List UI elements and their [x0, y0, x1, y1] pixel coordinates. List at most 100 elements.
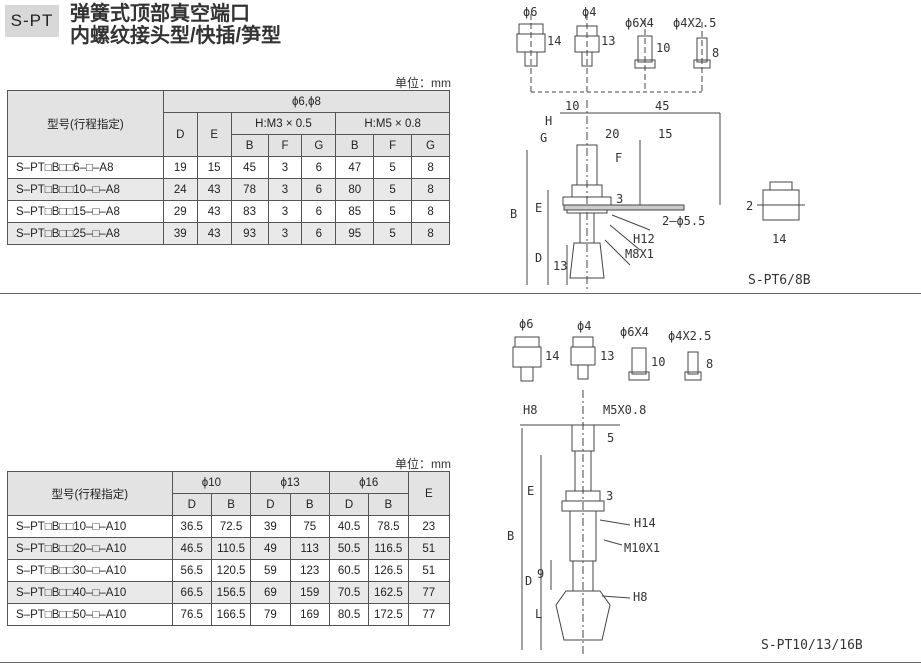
t2-cell: S–PT□B□□30–□–A10	[7, 559, 173, 582]
fit-label: ϕ4X2.5	[673, 16, 716, 30]
fitting-phi6x4-icon	[628, 347, 650, 381]
t1-cell: S–PT□B□□6–□–A8	[7, 156, 164, 179]
t1-cell: 24	[162, 178, 198, 201]
t2-sub: D	[328, 493, 370, 516]
fitting-phi4x25-icon	[693, 22, 711, 92]
t2-cell: 40.5	[328, 515, 370, 538]
t1-cell: S–PT□B□□25–□–A8	[7, 222, 164, 245]
t2-cell: 50.5	[328, 537, 370, 560]
t2-cell: 76.5	[171, 603, 212, 626]
dim-label: 3	[616, 192, 623, 206]
dim-label: B	[510, 207, 517, 221]
t1-cell: 95	[335, 222, 375, 245]
table-row: S–PT□B□□20–□–A10 46.5 110.5 49 113 50.5 …	[7, 537, 451, 560]
t1-cell: 5	[373, 178, 413, 201]
t2-cell: 75	[289, 515, 330, 538]
title-line-1: 弹簧式顶部真空端口	[70, 3, 250, 25]
t2-cell: 69	[250, 581, 291, 604]
dim-label: D	[535, 251, 542, 265]
table-row: S–PT□B□□50–□–A10 76.5 166.5 79 169 80.5 …	[7, 603, 451, 626]
t2-cell: 80.5	[328, 603, 370, 626]
t2-cell: 113	[289, 537, 330, 560]
fit-dim: 10	[651, 355, 665, 369]
table-row: S–PT□B□□10–□–A8 24 43 78 3 6 80 5 8	[7, 178, 450, 201]
section-divider	[0, 662, 921, 663]
t2-cell: 72.5	[210, 515, 252, 538]
t2-group-13: ϕ13	[250, 471, 330, 494]
spec-table-2: 型号(行程指定) ϕ10 ϕ13 ϕ16 E D B D B D B S–PT□…	[7, 471, 451, 626]
fit-label: ϕ4X2.5	[668, 329, 711, 343]
fitting-phi4-icon	[570, 336, 596, 380]
series-badge: S-PT	[5, 5, 59, 37]
table-row: S–PT□B□□15–□–A8 29 43 83 3 6 85 5 8	[7, 200, 450, 223]
t1-cell: 8	[411, 156, 450, 179]
t2-cell: 116.5	[368, 537, 409, 560]
t2-cell: 77	[407, 603, 451, 626]
t2-cell: 59	[250, 559, 291, 582]
fit-label: ϕ6	[523, 5, 537, 19]
t2-cell: 49	[250, 537, 291, 560]
t1-cell: 85	[335, 200, 375, 223]
fitting-phi6-icon	[512, 336, 542, 382]
spec-table-1: 型号(行程指定) ϕ6,ϕ8 D E H:M3 × 0.5 H:M5 × 0.8…	[7, 90, 451, 245]
t2-sub: B	[368, 493, 409, 516]
t2-cell: 51	[407, 559, 451, 582]
t2-cell: 51	[407, 537, 451, 560]
t1-sub-g2: G	[411, 134, 450, 157]
t2-cell: 70.5	[328, 581, 370, 604]
technical-drawing-2: ϕ6 ϕ4 ϕ6X4 ϕ4X2.5 14 13 10 8 H8 M5X0.8 5…	[507, 317, 863, 655]
t1-cell: 19	[162, 156, 198, 179]
table1-unit: 单位：mm	[395, 76, 451, 90]
t2-cell: 123	[289, 559, 330, 582]
table-row: S–PT□B□□25–□–A8 39 43 93 3 6 95 5 8	[7, 222, 450, 245]
t1-sub-b2: B	[335, 134, 375, 157]
t1-cell: 8	[411, 200, 450, 223]
t2-cell: S–PT□B□□20–□–A10	[7, 537, 173, 560]
t2-cell: 77	[407, 581, 451, 604]
fit-dim: 8	[712, 46, 719, 60]
table-row: S–PT□B□□40–□–A10 66.5 156.5 69 159 70.5 …	[7, 581, 451, 604]
t2-cell: 126.5	[368, 559, 409, 582]
t2-sub: D	[250, 493, 291, 516]
dim-label: 13	[553, 259, 567, 273]
dim-label: F	[615, 151, 622, 165]
fitting-phi4x25-icon	[684, 351, 702, 381]
t2-group-16: ϕ16	[328, 471, 409, 494]
dim-label: 9	[537, 567, 544, 581]
t1-cell: 15	[196, 156, 232, 179]
t2-group-10: ϕ10	[171, 471, 252, 494]
fit-dim: 8	[706, 357, 713, 371]
dim-label: 20	[605, 127, 619, 141]
t2-cell: 36.5	[171, 515, 212, 538]
t1-cell: 43	[196, 222, 232, 245]
t2-cell: 162.5	[368, 581, 409, 604]
table-row: S–PT□B□□30–□–A10 56.5 120.5 59 123 60.5 …	[7, 559, 451, 582]
fit-dim: 13	[600, 349, 614, 363]
t1-cell: 5	[373, 200, 413, 223]
t2-cell: S–PT□B□□50–□–A10	[7, 603, 173, 626]
fitting-phi6x4-icon	[634, 20, 656, 92]
fit-dim: 10	[656, 41, 670, 55]
t1-cell: 8	[411, 222, 450, 245]
t2-sub: B	[289, 493, 330, 516]
fit-label: ϕ6X4	[620, 325, 649, 339]
dim-label: 5	[607, 431, 614, 445]
dim-label: H8	[633, 590, 647, 604]
table-row: S–PT□B□□10–□–A10 36.5 72.5 39 75 40.5 78…	[7, 515, 451, 538]
section-divider	[0, 293, 921, 294]
t2-cell: 110.5	[210, 537, 252, 560]
t1-cell: 39	[162, 222, 198, 245]
t1-col-e: E	[196, 112, 232, 157]
t2-cell: 156.5	[210, 581, 252, 604]
t2-cell: 159	[289, 581, 330, 604]
t1-cell: 6	[301, 156, 337, 179]
t1-sub-g1: G	[301, 134, 337, 157]
fitting-phi4-icon	[574, 14, 600, 92]
t2-cell: S–PT□B□□10–□–A10	[7, 515, 173, 538]
t1-model-header: 型号(行程指定)	[7, 90, 164, 157]
fit-label: ϕ6	[519, 317, 533, 331]
t1-cell: 93	[230, 222, 269, 245]
vacuum-pad-assembly-1	[560, 100, 721, 290]
t1-cell: 43	[196, 178, 232, 201]
t2-cell: 56.5	[171, 559, 212, 582]
